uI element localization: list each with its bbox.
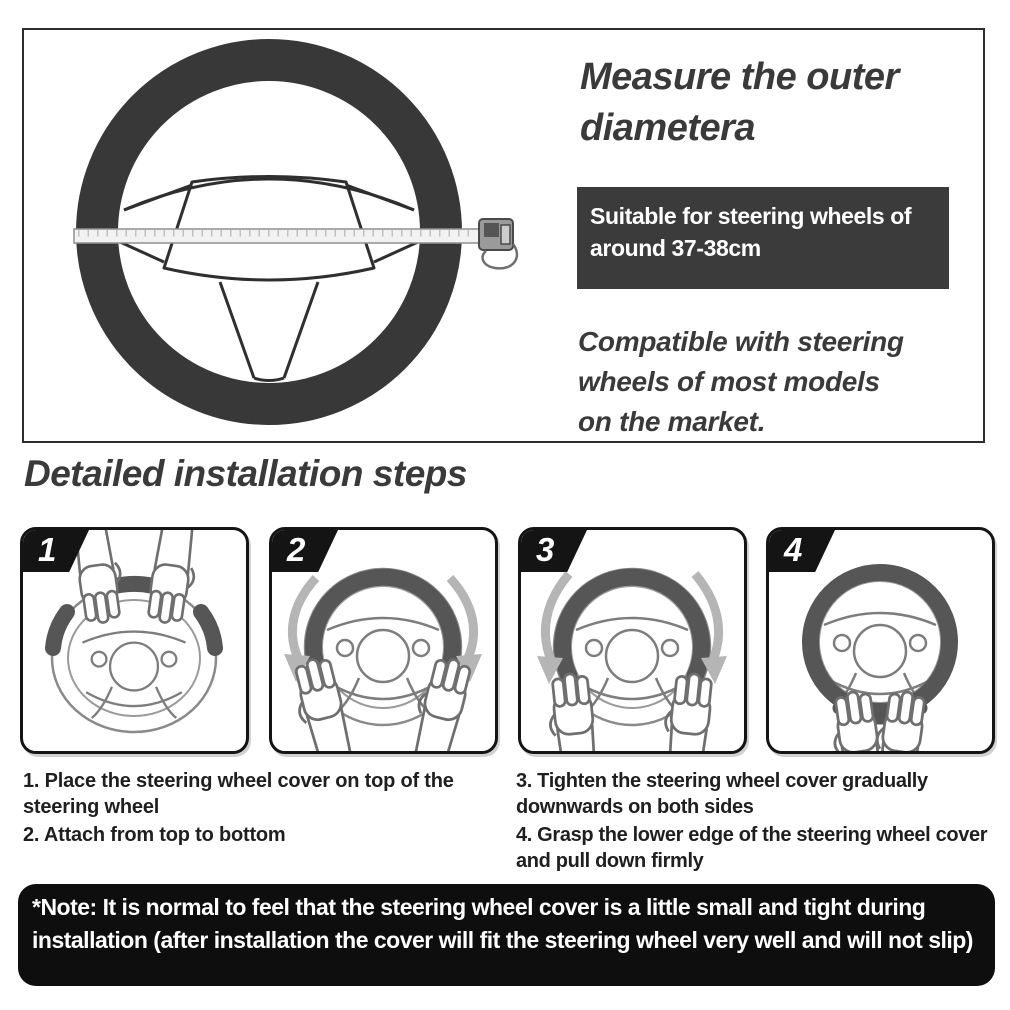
down-arrows — [540, 571, 724, 662]
cover-ring — [802, 564, 958, 720]
wheel-hub — [574, 616, 690, 714]
cover-arc — [305, 568, 461, 668]
instructions-left-column: 1. Place the steering wheel cover on top… — [23, 768, 493, 850]
instruction-step-2: 2. Attach from top to bottom — [23, 824, 286, 846]
right-arrowhead — [701, 656, 727, 684]
left-hand — [543, 670, 601, 751]
steps-heading: Detailed installation steps — [24, 453, 467, 494]
size-suitability-text: Suitable for steering wheels of around 3… — [590, 203, 912, 261]
step-panel-2: 2 — [269, 527, 498, 754]
step-number: 2 — [287, 531, 306, 568]
left-arrowhead — [537, 656, 563, 684]
step-1-illustration — [45, 530, 223, 734]
step-number: 3 — [536, 531, 555, 568]
size-suitability-box: Suitable for steering wheels of around 3… — [577, 187, 949, 289]
tape-hook-wire — [481, 243, 519, 270]
wheel-outline — [50, 582, 218, 734]
right-hand — [403, 652, 475, 751]
right-hand — [658, 670, 715, 751]
step-panel-3: 3 — [518, 527, 747, 754]
step-3-illustration — [537, 567, 727, 751]
down-arrows — [287, 574, 479, 660]
wheel-hub-lines — [119, 175, 419, 382]
measure-heading: Measure the outer diametera — [580, 56, 899, 149]
step-panel-1: 1 — [20, 527, 249, 754]
step-4-illustration — [802, 564, 958, 751]
compatibility-text: Compatible with steering wheels of most … — [578, 326, 904, 437]
step-2-illustration — [284, 567, 482, 751]
instruction-step-1: 1. Place the steering wheel cover on top… — [23, 770, 454, 818]
step-panel-4: 4 — [766, 527, 995, 754]
cover-arc — [554, 568, 710, 685]
steering-wheel-measure-illustration — [73, 39, 519, 425]
note-text: *Note: It is normal to feel that the ste… — [32, 894, 973, 953]
cover-segments — [45, 575, 223, 656]
step-number: 4 — [784, 531, 803, 568]
instruction-step-3: 3. Tighten the steering wheel cover grad… — [516, 770, 928, 818]
note-box: *Note: It is normal to feel that the ste… — [18, 884, 995, 986]
instruction-step-4: 4. Grasp the lower edge of the steering … — [516, 824, 988, 872]
step-number: 1 — [38, 531, 57, 568]
instructions-right-column: 3. Tighten the steering wheel cover grad… — [516, 768, 1010, 876]
wheel-hub — [81, 630, 187, 720]
measure-section: Measure the outer diametera Suitable for… — [22, 28, 985, 443]
measuring-tape — [73, 218, 519, 270]
